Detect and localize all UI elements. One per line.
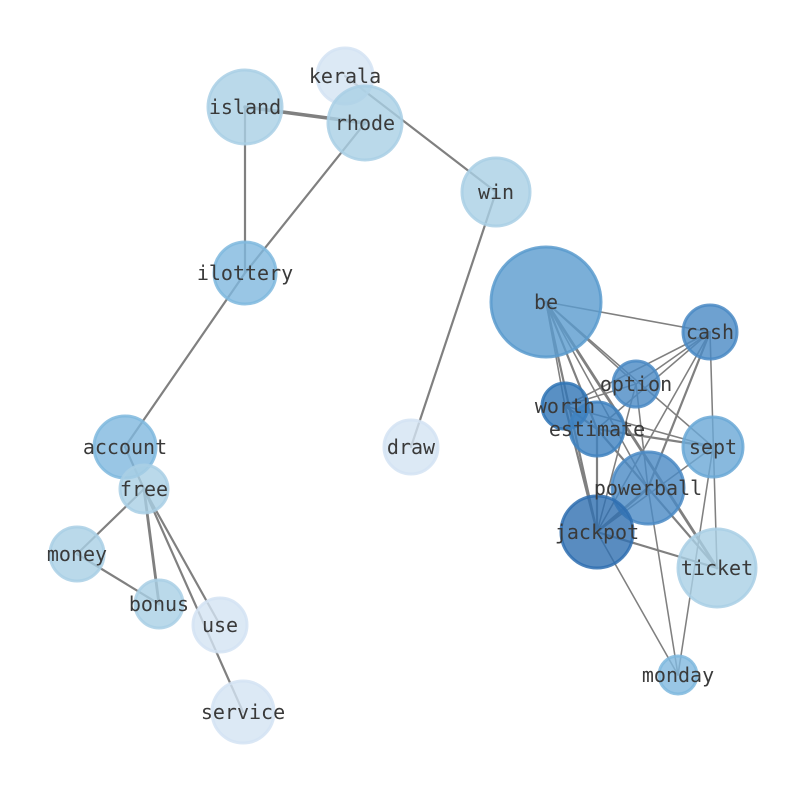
node-label-jackpot: jackpot [555,520,639,544]
node-win[interactable] [460,156,532,228]
node-free[interactable] [118,463,170,515]
node-label-sept: sept [689,435,737,459]
edge-win-draw [409,190,498,449]
node-label-ilottery: ilottery [197,261,293,285]
node-label-be: be [534,290,558,314]
node-money[interactable] [48,525,106,583]
label-layer: kerala island rhode win ilottery be cash option… [47,64,753,724]
node-draw[interactable] [382,418,440,476]
edge-free-service [142,487,245,714]
node-label-monday: monday [642,663,714,687]
node-rhode[interactable] [326,84,404,162]
node-island[interactable] [206,68,284,146]
node-layer [48,46,758,745]
node-jackpot[interactable] [559,494,635,570]
node-monday[interactable] [657,654,699,696]
node-label-ticket: ticket [681,556,753,580]
node-ilottery[interactable] [212,240,278,306]
node-label-bonus: bonus [129,592,189,616]
node-label-draw: draw [387,435,436,459]
node-label-powerball: powerball [594,476,702,500]
node-label-kerala: kerala [309,64,381,88]
node-label-use: use [202,613,238,637]
node-sept[interactable] [681,415,745,479]
edge-ilottery-account [123,271,247,449]
node-label-service: service [201,700,285,724]
node-label-rhode: rhode [335,111,395,135]
node-be[interactable] [489,245,603,359]
node-ticket[interactable] [676,527,758,609]
node-label-cash: cash [686,320,734,344]
node-label-worth: worth [535,394,595,418]
node-service[interactable] [210,679,276,745]
node-label-money: money [47,542,107,566]
node-label-option: option [600,372,672,396]
node-bonus[interactable] [133,578,185,630]
node-label-free: free [120,477,168,501]
node-powerball[interactable] [610,450,686,526]
node-label-island: island [209,95,281,119]
node-cash[interactable] [681,303,739,361]
node-label-account: account [83,435,167,459]
node-option[interactable] [611,359,661,409]
node-label-estimate: estimate [549,417,645,441]
node-label-win: win [478,180,514,204]
node-estimate[interactable] [568,400,626,458]
node-use[interactable] [191,596,249,654]
